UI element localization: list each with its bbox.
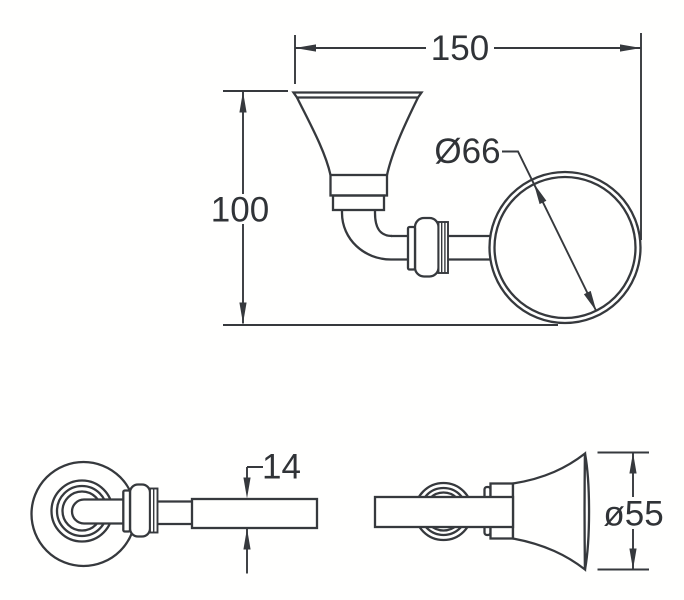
arrowhead-lower: [583, 290, 597, 312]
collar-ring: [406, 225, 417, 271]
cup-neck-band: [329, 173, 389, 197]
bell-body: [511, 451, 587, 572]
dim-ring-diameter-label: Ø66: [434, 132, 500, 171]
collar-rib-lines: [441, 222, 446, 273]
pipe-lines: [391, 234, 491, 261]
collar-nut-top-view: [122, 483, 159, 538]
dim-rod-thickness-label: 14: [262, 448, 301, 487]
dim-width-label: 150: [431, 29, 489, 68]
cup-neck-band-2: [331, 194, 386, 212]
dim-flange-diameter-label: ø55: [603, 495, 663, 534]
arrowhead-top: [629, 452, 637, 474]
collar-ring: [122, 489, 132, 533]
dim-height-label: 100: [211, 191, 269, 230]
elbow-inner: [373, 210, 393, 238]
dim-flange-diameter: ø55: [597, 451, 664, 571]
dim-rod-thickness: 14: [243, 448, 301, 574]
arrowhead-down: [243, 477, 251, 499]
bell-mouth-rim: [583, 453, 591, 570]
leader-upper: [246, 466, 263, 478]
collar-bulge: [128, 483, 152, 538]
arrowhead-right: [620, 44, 641, 52]
front-view: 150 100 Ø66: [211, 29, 642, 326]
leader-and-diameter-line: [502, 150, 598, 312]
neck-lines: [157, 500, 192, 526]
cup-side-left: [295, 96, 332, 176]
trumpet-cup-outline: [291, 91, 424, 261]
arrowhead-left: [295, 44, 316, 52]
arrowhead-top: [239, 91, 247, 113]
collar-bulge: [413, 216, 440, 278]
top-view: 14: [30, 448, 319, 574]
dim-ring-diameter: Ø66: [434, 132, 598, 312]
dim-width: 150: [294, 29, 642, 240]
arm-rod-side: [373, 495, 515, 529]
cup-side-right: [385, 96, 420, 176]
arrowhead-upper: [533, 183, 547, 205]
arrowhead-bottom: [629, 548, 637, 570]
arrowhead-up: [243, 528, 251, 550]
dim-height: 100: [211, 90, 558, 326]
arm-rod: [190, 497, 319, 530]
stub-rod: [70, 498, 128, 525]
cup-rim: [291, 91, 424, 99]
elbow-outer: [340, 210, 392, 261]
arrowhead-bottom: [239, 302, 247, 324]
ring-inner: [493, 175, 637, 320]
collar-nut: [406, 216, 449, 278]
arm-pipe: [391, 234, 491, 261]
collar-ribs: [437, 221, 449, 274]
side-view: ø55: [373, 451, 664, 572]
